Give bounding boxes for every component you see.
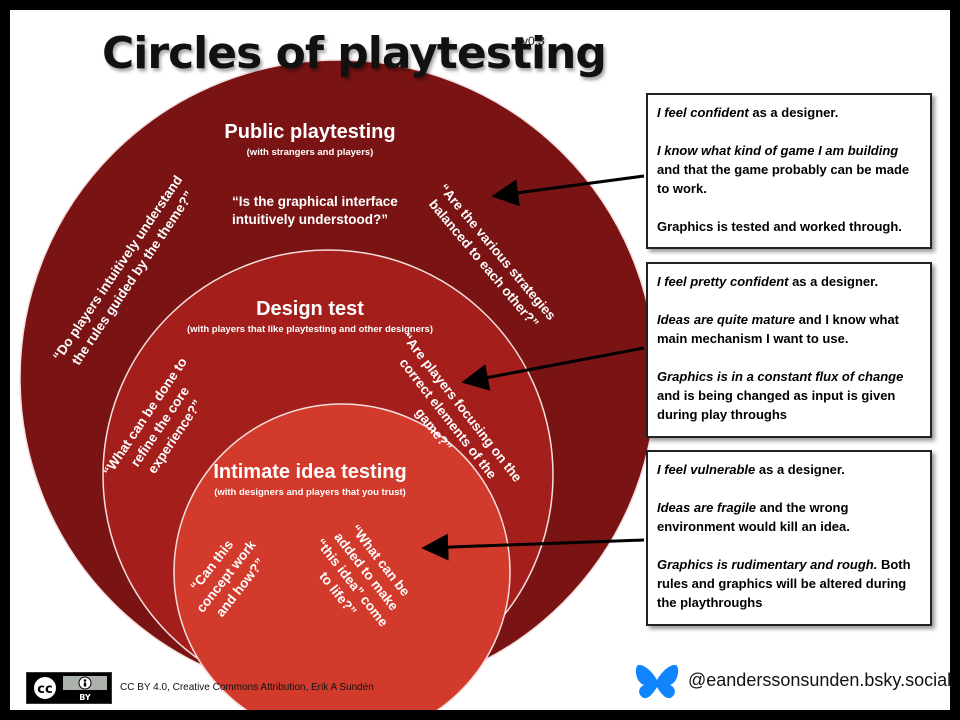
box-text: as a designer. (748, 105, 839, 120)
cc-license-badge: cc BY (26, 672, 112, 704)
box-text: and that the game probably can be made t… (657, 162, 910, 196)
design-subtitle: (with players that like playtesting and … (187, 324, 433, 335)
box-text: and is being changed as input is given d… (657, 388, 896, 422)
box-text: and the wrong environment would kill an … (657, 500, 850, 534)
public-title: Public playtesting (224, 121, 395, 143)
box-text-lead: I feel vulnerable (657, 462, 756, 477)
slide: Public playtesting (with strangers and p… (10, 10, 950, 710)
design-title: Design test (256, 298, 364, 320)
inner-circle (173, 403, 511, 710)
box-text-lead: Ideas are fragile (657, 500, 756, 515)
public-question-center-line: intuitively understood?” (232, 212, 388, 227)
intimate-title: Intimate idea testing (213, 461, 406, 483)
license-text: CC BY 4.0, Creative Commons Attribution,… (120, 682, 374, 693)
cc-logo-icon (32, 675, 58, 701)
info-box-public: I feel confident as a designer. I know w… (646, 93, 932, 249)
version-label: v0.3 (522, 34, 545, 48)
public-subtitle: (with strangers and players) (247, 147, 374, 158)
intimate-subtitle: (with designers and players that you tru… (214, 487, 406, 498)
box-text-lead: Ideas are quite mature (657, 312, 795, 327)
butterfly-icon (635, 664, 679, 699)
page-title: Circles of playtesting (102, 28, 607, 79)
box-text: as a designer. (788, 274, 879, 289)
box-text-lead: Graphics is rudimentary and rough. (657, 557, 878, 572)
arrow-public (491, 174, 645, 207)
arrow-design (461, 346, 645, 391)
box-text: Both rules and graphics will be altered … (657, 557, 911, 610)
arrow-intimate (421, 533, 645, 561)
box-text-lead: I feel pretty confident (657, 274, 789, 289)
social-handle[interactable]: @eanderssonsunden.bsky.social (688, 670, 950, 690)
box-text: as a designer. (755, 462, 845, 477)
box-text: and I know what main mechanism I want to… (657, 312, 900, 346)
box-text-lead: I feel confident (657, 105, 749, 120)
box-text-lead: Graphics is in a constant flux of change (657, 369, 904, 384)
box-text-lead: I know what kind of game I am building (657, 143, 899, 158)
info-box-design: I feel pretty confident as a designer. I… (646, 262, 932, 438)
circles-diagram: Public playtesting (with strangers and p… (19, 59, 657, 710)
by-label: BY (79, 693, 91, 702)
box-text: Graphics is tested and worked through. (657, 219, 902, 234)
cc-logo-text: cc (37, 682, 52, 697)
info-box-intimate: I feel vulnerable as a designer. Ideas a… (646, 450, 932, 626)
public-question-center-line: “Is the graphical interface (232, 194, 398, 209)
